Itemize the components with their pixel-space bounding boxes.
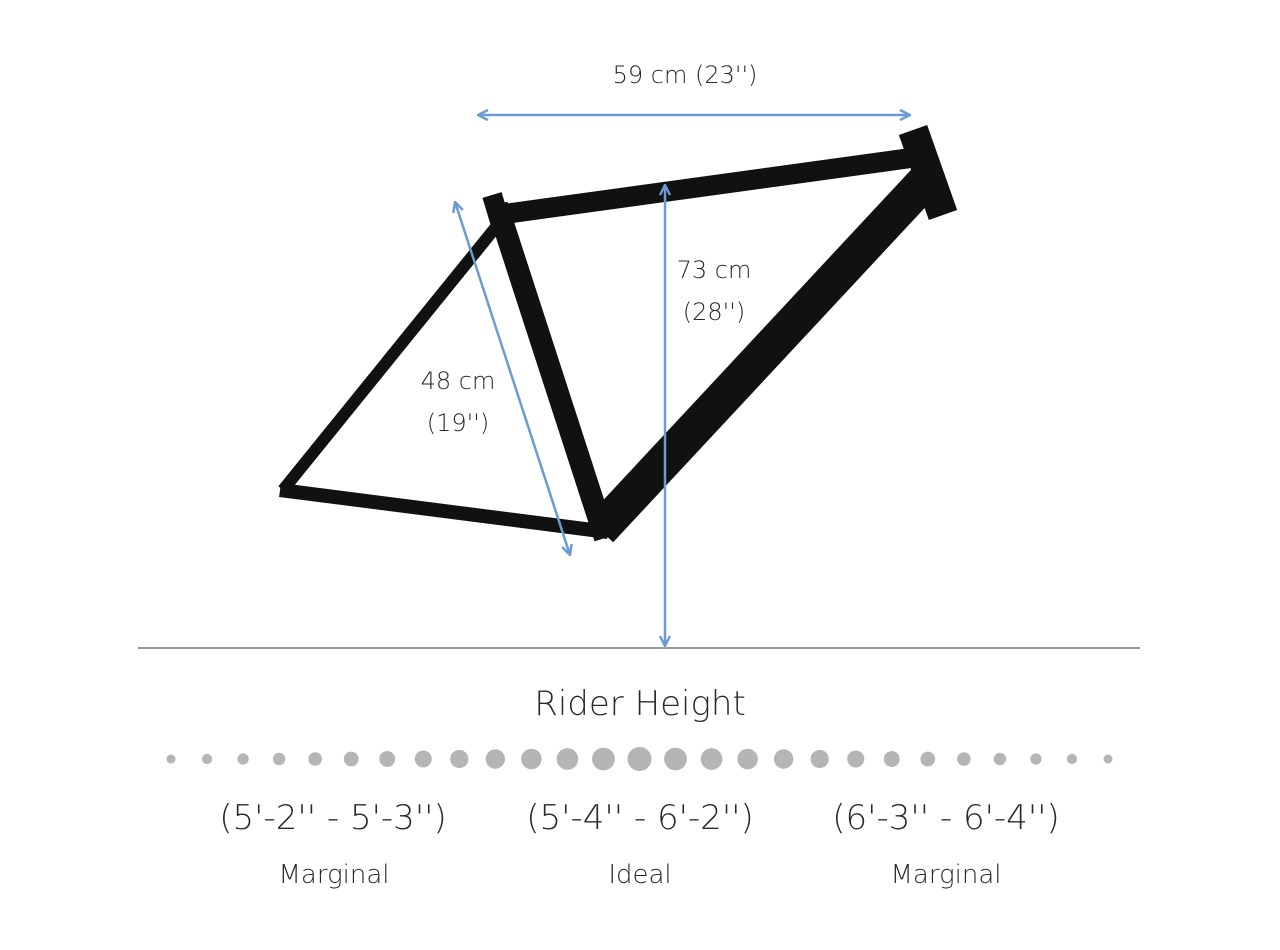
height-scale-dot [343, 751, 359, 767]
height-scale-dot [556, 748, 579, 770]
height-scale-dot [993, 752, 1007, 766]
height-scale-dot [920, 751, 936, 767]
seat-tube-dimension-arrow [455, 202, 570, 555]
height-scale-dot [664, 747, 687, 771]
down-tube [586, 165, 942, 543]
fit-label-ideal: Ideal [608, 860, 672, 890]
height-scale-dot [1103, 754, 1113, 764]
seat-tube [486, 201, 616, 542]
height-scale-dot [272, 752, 286, 766]
standover-in-label: (28'') [682, 298, 746, 326]
seat-tube-cap [482, 192, 512, 231]
fit-label-small: Marginal [278, 860, 390, 890]
height-scale-dot [166, 754, 176, 764]
height-scale-dot [700, 748, 723, 770]
height-scale-dot [521, 748, 542, 770]
height-scale-dot [201, 753, 213, 765]
top-tube-length-label: 59 cm (23'') [612, 61, 758, 89]
height-scale-dot [957, 752, 971, 766]
rider-height-title: Rider Height [534, 684, 746, 724]
fit-label-large: Marginal [890, 860, 1002, 890]
standover-cm-label: 73 cm [676, 256, 752, 284]
chain-stay [279, 483, 609, 539]
height-scale-dot [627, 747, 652, 771]
height-scale-dot [592, 747, 615, 771]
head-tube [898, 125, 958, 220]
height-scale-dot [450, 749, 469, 769]
height-scale-dot [308, 752, 322, 766]
height-scale-dot [1030, 753, 1042, 765]
top-tube [495, 147, 920, 225]
height-range-ideal: (5'-4'' - 6'-2'') [526, 798, 754, 838]
height-scale-dot [414, 750, 432, 768]
height-range-large: (6'-3'' - 6'-4'') [832, 798, 1060, 838]
height-scale-dot [379, 751, 396, 767]
height-scale-dot [773, 749, 794, 769]
height-scale-dot [737, 748, 758, 770]
seat-stay [278, 218, 505, 494]
seat-tube-cm-label: 48 cm [420, 367, 496, 395]
height-scale-dot [847, 750, 865, 768]
height-scale-dot [1066, 753, 1078, 765]
rider-height-scale [166, 747, 1113, 771]
seat-tube-in-label: (19'') [426, 409, 490, 437]
height-scale-dot [485, 749, 506, 769]
height-scale-dot [237, 753, 249, 765]
height-range-small: (5'-2'' - 5'-3'') [219, 798, 447, 838]
height-scale-dot [810, 749, 829, 769]
height-scale-dot [883, 751, 900, 767]
